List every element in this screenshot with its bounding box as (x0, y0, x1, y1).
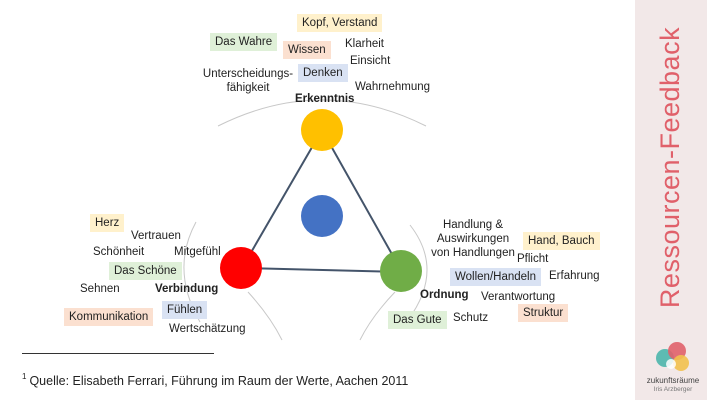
triangle (240, 127, 404, 274)
label-kopf-verstand: Kopf, Verstand (297, 14, 383, 32)
label-mitgefuehl: Mitgefühl (174, 246, 221, 258)
node-left-red (220, 247, 262, 289)
footnote-marker: 1 (22, 372, 27, 381)
logo-sub: Iris Arzberger (653, 386, 693, 393)
label-handlung-line2: Auswirkungen (436, 233, 510, 245)
label-verantwortung: Verantwortung (481, 291, 556, 303)
label-erfahrung: Erfahrung (549, 270, 600, 282)
label-fuehlen: Fühlen (162, 301, 208, 319)
label-handlung: Handlung & Auswirkungen von Handlungen (430, 218, 516, 260)
label-denken: Denken (298, 64, 348, 82)
label-unterscheidung-line2: fähigkeit (226, 82, 270, 94)
label-kommunikation: Kommunikation (64, 308, 154, 326)
logo-name: zukunftsräume (646, 376, 700, 385)
label-das-wahre: Das Wahre (210, 33, 278, 51)
label-einsicht: Einsicht (350, 55, 391, 67)
label-struktur: Struktur (518, 304, 569, 322)
label-wahrnehmung: Wahrnehmung (355, 81, 431, 93)
label-ordnung: Ordnung (420, 289, 469, 301)
node-right-green (380, 250, 422, 292)
label-unterscheidung-line1: Unterscheidungs- (202, 68, 294, 80)
logo-mark (656, 342, 689, 371)
sidebar: Ressourcen-Feedback zukunftsräume Iris A… (635, 0, 707, 400)
label-herz: Herz (90, 214, 125, 232)
sidebar-title: Ressourcen-Feedback (655, 26, 686, 309)
arc-right (407, 224, 428, 321)
label-sehnen: Sehnen (80, 283, 120, 295)
label-verbindung: Verbindung (155, 283, 219, 295)
label-schoenheit: Schönheit (93, 246, 145, 258)
label-unterscheidungsfaehigkeit: Unterscheidungs- fähigkeit (202, 67, 294, 95)
label-wertschaetzung: Wertschätzung (169, 323, 246, 335)
label-vertrauen: Vertrauen (131, 230, 181, 242)
label-handlung-line1: Handlung & (442, 219, 504, 231)
arc-bottom-right (359, 291, 396, 341)
arc-bottom-left (247, 291, 283, 341)
label-das-gute: Das Gute (388, 311, 447, 329)
footnote-text: Quelle: Elisabeth Ferrari, Führung im Ra… (29, 374, 409, 389)
arc-top (217, 99, 427, 127)
label-schutz: Schutz (453, 312, 489, 324)
label-das-schoene: Das Schöne (109, 262, 182, 280)
label-pflicht: Pflicht (517, 253, 549, 265)
label-handlung-line3: von Handlungen (431, 247, 515, 259)
node-center-blue (301, 195, 343, 237)
sidebar-title-wrap: Ressourcen-Feedback (635, 0, 707, 335)
footnote-divider (22, 353, 214, 354)
label-wollen-handeln: Wollen/Handeln (450, 268, 541, 286)
label-wissen: Wissen (283, 41, 331, 59)
label-erkenntnis: Erkenntnis (295, 93, 355, 105)
logo: zukunftsräume Iris Arzberger (643, 338, 703, 396)
label-hand-bauch: Hand, Bauch (523, 232, 600, 250)
node-top-yellow (301, 109, 343, 151)
label-klarheit: Klarheit (345, 38, 384, 50)
